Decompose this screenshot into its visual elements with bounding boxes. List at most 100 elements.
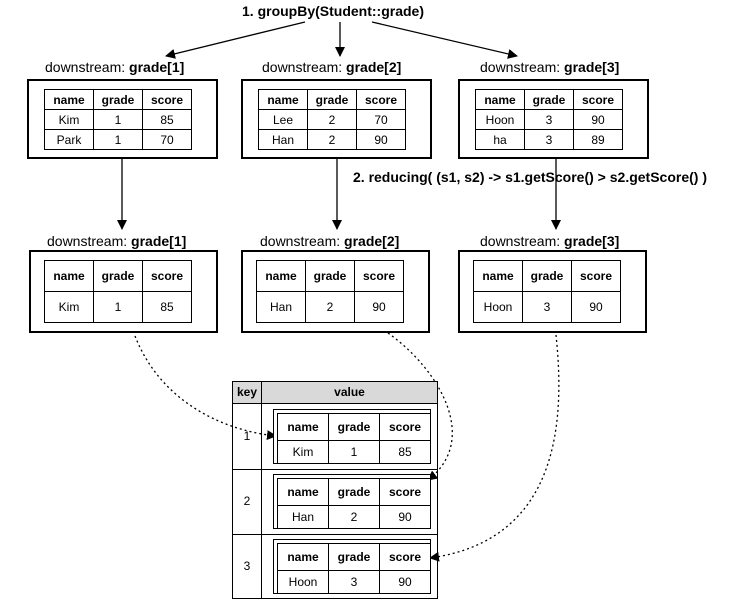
table-cell: 1 — [93, 129, 143, 150]
downstream-label-group: downstream: grade[1] — [45, 59, 184, 75]
downstream-prefix: downstream: — [47, 233, 132, 249]
column-header: score — [379, 543, 431, 571]
arrow-to-grade3 — [371, 21, 518, 59]
table-cell: 90 — [571, 291, 621, 323]
map-row-divider — [233, 469, 437, 470]
table-cell: 85 — [142, 109, 192, 130]
table-cell: 90 — [356, 129, 406, 150]
downstream-prefix: downstream: — [260, 233, 345, 249]
column-header: name — [475, 89, 525, 110]
column-header: grade — [93, 260, 143, 292]
table-cell: 90 — [354, 291, 404, 323]
table-cell: Lee — [258, 109, 308, 130]
column-header: grade — [93, 89, 143, 110]
column-header: grade — [524, 89, 574, 110]
grade-key: grade[3] — [564, 233, 620, 249]
table-cell: 2 — [307, 109, 357, 130]
column-header: name — [473, 260, 523, 292]
table-cell: Park — [44, 129, 94, 150]
column-header: score — [354, 260, 404, 292]
table-cell: 90 — [379, 570, 431, 594]
downstream-prefix: downstream: — [480, 233, 565, 249]
column-header: score — [379, 413, 431, 441]
table-cell: 89 — [573, 129, 623, 150]
table-cell: Kim — [44, 291, 94, 323]
column-header: name — [258, 89, 308, 110]
table-cell: 3 — [522, 291, 572, 323]
table-cell: 3 — [524, 109, 574, 130]
column-header: grade — [522, 260, 572, 292]
downstream-label-group: downstream: grade[2] — [262, 59, 401, 75]
downstream-label-reduced: downstream: grade[3] — [480, 233, 619, 249]
column-header: grade — [328, 478, 380, 506]
table-cell: 90 — [379, 505, 431, 529]
map-key: 1 — [233, 404, 262, 469]
map-key: 3 — [233, 534, 262, 599]
column-header: score — [379, 478, 431, 506]
downstream-label-group: downstream: grade[3] — [480, 59, 619, 75]
table-cell: Hoon — [475, 109, 525, 130]
dotted-arrow-1 — [134, 335, 277, 441]
downstream-prefix: downstream: — [480, 59, 565, 75]
dotted-arrow-3 — [429, 334, 560, 562]
table-cell: 1 — [93, 109, 143, 130]
column-header: grade — [328, 543, 380, 571]
step2-label: 2. reducing( (s1, s2) -> s1.getScore() >… — [353, 169, 707, 185]
grade-key: grade[1] — [131, 233, 187, 249]
column-header: grade — [305, 260, 355, 292]
table-cell: Han — [258, 129, 308, 150]
table-cell: 3 — [524, 129, 574, 150]
grade-key: grade[3] — [564, 59, 620, 75]
column-header: score — [142, 89, 192, 110]
table-cell: Han — [277, 505, 329, 529]
column-header: name — [256, 260, 306, 292]
table-cell: 90 — [573, 109, 623, 130]
table-cell: 2 — [307, 129, 357, 150]
map-row-divider — [233, 534, 437, 535]
step1-label: 1. groupBy(Student::grade) — [242, 3, 424, 19]
column-header: score — [142, 260, 192, 292]
table-cell: 2 — [305, 291, 355, 323]
value-header: value — [262, 382, 437, 404]
column-header: grade — [328, 413, 380, 441]
grade-key: grade[1] — [129, 59, 185, 75]
column-header: score — [571, 260, 621, 292]
downstream-prefix: downstream: — [45, 59, 130, 75]
column-header: score — [356, 89, 406, 110]
map-key: 2 — [233, 469, 262, 534]
arrow-to-grade1 — [165, 21, 306, 59]
column-header: name — [277, 413, 329, 441]
table-cell: 85 — [142, 291, 192, 323]
column-header: name — [44, 260, 94, 292]
column-header: name — [44, 89, 94, 110]
table-cell: Han — [256, 291, 306, 323]
grade-key: grade[2] — [344, 233, 400, 249]
table-cell: 1 — [328, 440, 380, 464]
downstream-label-reduced: downstream: grade[1] — [47, 233, 186, 249]
dotted-arrow-2 — [387, 332, 453, 481]
downstream-prefix: downstream: — [262, 59, 347, 75]
key-header: key — [233, 382, 262, 404]
column-header: grade — [307, 89, 357, 110]
table-cell: Hoon — [473, 291, 523, 323]
